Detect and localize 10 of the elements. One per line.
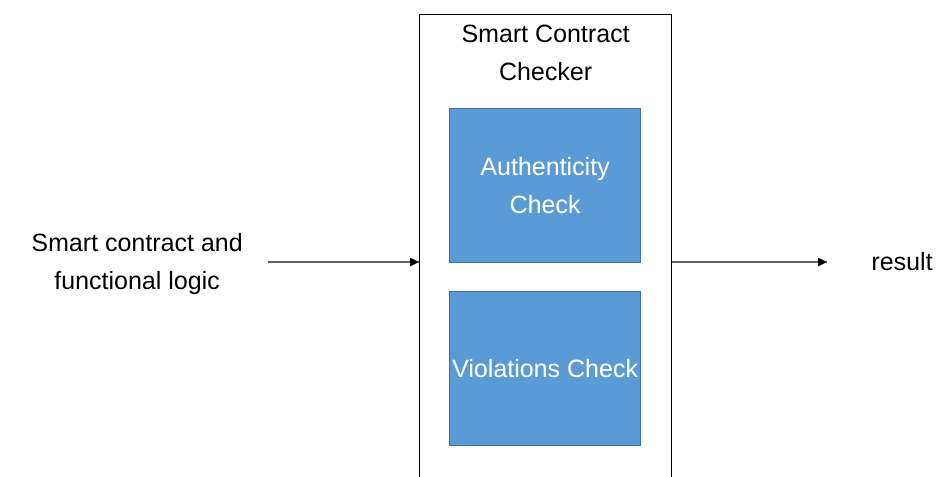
check-box: [449, 108, 641, 263]
box-title: Smart Contract Checker: [460, 19, 631, 88]
checker-box: [419, 14, 672, 477]
arrow: [268, 258, 419, 266]
flow-label: result: [871, 247, 933, 278]
flow-label: Smart contract and functional logic: [30, 228, 244, 297]
check-box: [449, 291, 641, 446]
check-label: Violations Check: [452, 354, 638, 384]
check-label: Authenticity Check: [479, 152, 611, 220]
arrow: [672, 258, 827, 266]
